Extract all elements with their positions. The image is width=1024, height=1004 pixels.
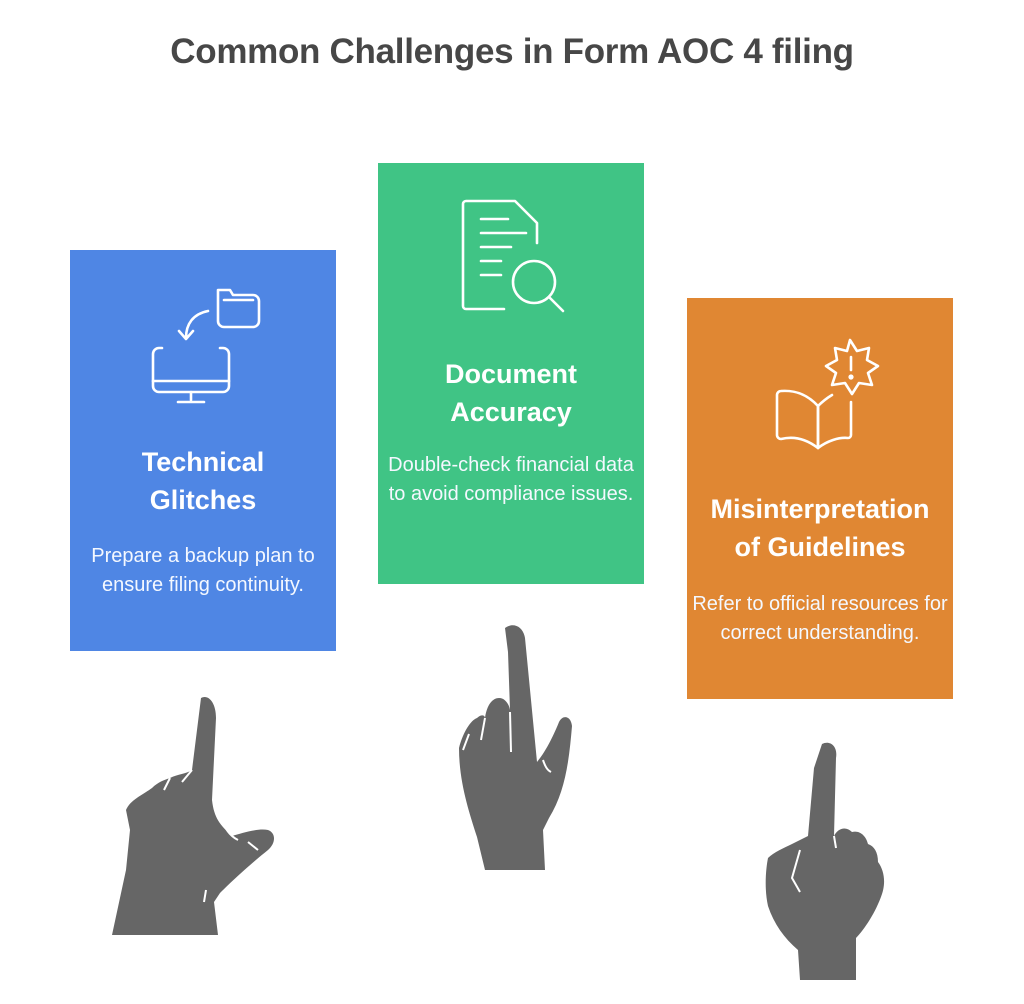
card-heading-line: Technical xyxy=(141,447,265,477)
challenge-card-document-accuracy: Document Accuracy Double-check financial… xyxy=(378,163,644,584)
card-heading: Technical Glitches xyxy=(70,443,336,519)
card-description: Double-check financial data to avoid com… xyxy=(388,454,634,505)
card-description: Prepare a backup plan to ensure filing c… xyxy=(91,545,315,596)
pointing-hand-icon xyxy=(760,740,890,990)
card-heading-line: Misinterpretation xyxy=(710,494,930,524)
card-heading: Misinterpretation of Guidelines xyxy=(687,490,953,566)
card-heading-line: Glitches xyxy=(149,485,257,515)
pointing-hand-icon xyxy=(455,622,585,877)
card-heading: Document Accuracy xyxy=(378,355,644,431)
card-heading-line: of Guidelines xyxy=(734,532,906,562)
book-alert-icon xyxy=(687,338,953,458)
computer-folder-transfer-icon xyxy=(70,286,336,406)
document-search-icon xyxy=(378,199,644,319)
card-heading-line: Accuracy xyxy=(450,397,572,427)
card-heading-line: Document xyxy=(444,359,577,389)
card-description: Refer to official resources for correct … xyxy=(692,593,948,644)
page-title: Common Challenges in Form AOC 4 filing xyxy=(170,32,854,71)
pointing-hand-icon xyxy=(108,690,278,945)
challenge-card-misinterpretation: Misinterpretation of Guidelines Refer to… xyxy=(687,298,953,699)
challenge-card-technical-glitches: Technical Glitches Prepare a backup plan… xyxy=(70,250,336,651)
